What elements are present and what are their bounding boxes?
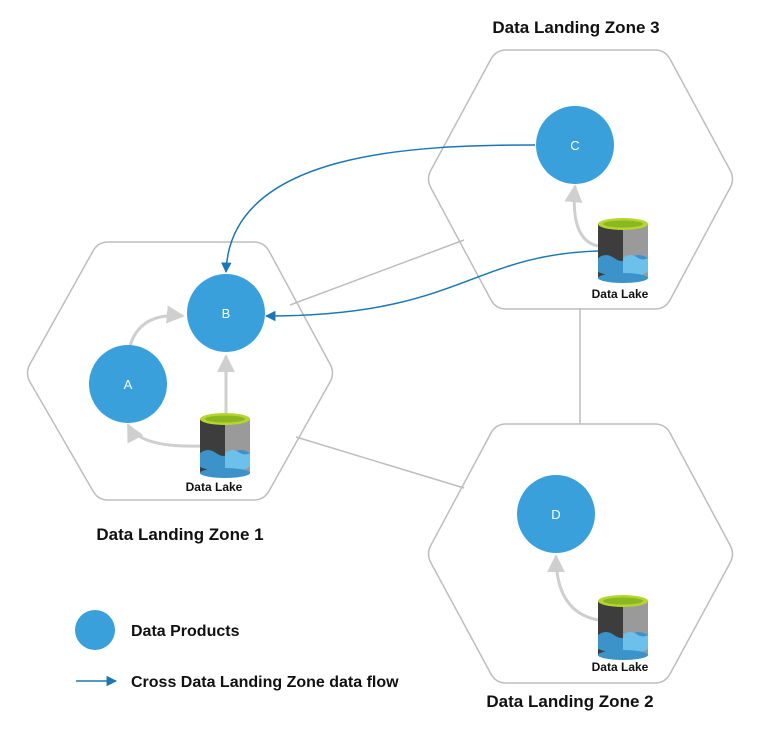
legend: Data Products Cross Data Landing Zone da… [75, 610, 399, 691]
flow-a-to-b [128, 305, 185, 347]
zone3-lake-label: Data Lake [592, 287, 649, 301]
data-product-a-label: A [124, 377, 133, 392]
zone1-title: Data Landing Zone 1 [96, 525, 263, 544]
zone2-lake-label: Data Lake [592, 660, 649, 674]
zone2-title: Data Landing Zone 2 [486, 692, 653, 711]
zone3-title: Data Landing Zone 3 [492, 18, 659, 37]
zone1-hexagon [26, 241, 334, 501]
data-lake-icon [598, 595, 648, 660]
cross-flow-lake3-to-b [264, 250, 599, 322]
data-product-d: D [517, 475, 595, 553]
zone3-hexagon [427, 49, 734, 310]
legend-data-products-label: Data Products [131, 623, 240, 640]
data-product-c-label: C [570, 138, 579, 153]
zone2-hexagon [427, 423, 734, 684]
legend-cross-flow-label: Cross Data Landing Zone data flow [131, 674, 399, 691]
data-lake-icon [200, 413, 250, 478]
flow-lake2-to-d [547, 554, 599, 622]
flow-lake3-to-c [564, 184, 599, 248]
legend-data-product-swatch [75, 610, 115, 650]
zone1-lake-label: Data Lake [186, 480, 243, 494]
data-lake-icon [598, 218, 648, 283]
flow-lake1-to-a [126, 423, 201, 448]
data-product-a: A [89, 345, 167, 423]
connector-zone1-zone2 [295, 436, 465, 489]
data-product-b: B [187, 274, 265, 352]
data-product-d-label: D [551, 507, 560, 522]
data-product-b-label: B [222, 306, 231, 321]
connector-zone1-zone3 [289, 239, 465, 306]
data-product-c: C [536, 106, 614, 184]
cross-flow-c-to-b [221, 144, 536, 274]
